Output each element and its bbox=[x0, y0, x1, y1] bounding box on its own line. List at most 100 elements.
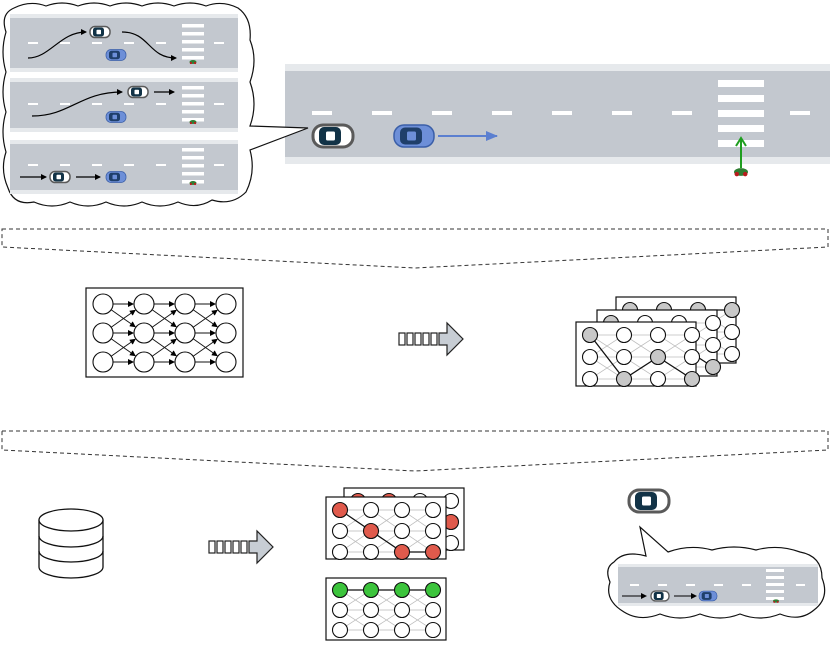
graph-node bbox=[174, 293, 196, 315]
graph-node bbox=[215, 293, 237, 315]
graph-edge bbox=[407, 513, 428, 528]
graph-node bbox=[133, 351, 155, 373]
scenario-follow bbox=[10, 140, 238, 194]
graph-node bbox=[331, 543, 349, 561]
graph-node bbox=[581, 370, 599, 388]
curved-path-merge bbox=[31, 89, 123, 117]
graph-panel bbox=[325, 577, 447, 641]
graph-edge bbox=[110, 309, 136, 328]
graph-edge bbox=[151, 338, 177, 357]
graph-node bbox=[649, 370, 667, 388]
graph-edge bbox=[151, 309, 177, 328]
graph-edge bbox=[407, 534, 428, 549]
graph-edge bbox=[346, 593, 365, 607]
graph-node bbox=[704, 358, 722, 376]
graph-node bbox=[581, 326, 599, 344]
graph-edge bbox=[151, 338, 177, 357]
dashed-block-arrow-icon bbox=[208, 530, 274, 564]
graph-edge bbox=[346, 613, 365, 627]
graph-node bbox=[92, 351, 114, 373]
graph-node bbox=[92, 322, 114, 344]
graph-panel bbox=[325, 496, 447, 561]
graph-node bbox=[424, 501, 442, 519]
graph-node bbox=[683, 348, 701, 366]
graph-edge bbox=[110, 338, 136, 357]
graph-node bbox=[649, 348, 667, 366]
pedestrian bbox=[734, 136, 748, 177]
graph-node bbox=[393, 543, 411, 561]
graph-node bbox=[615, 326, 633, 344]
graph-node bbox=[615, 348, 633, 366]
graph-node bbox=[615, 370, 633, 388]
graph-node bbox=[424, 601, 442, 619]
graph-edge bbox=[377, 613, 396, 627]
main-road-scene bbox=[285, 64, 830, 177]
graph-edge bbox=[596, 360, 618, 376]
graph-node bbox=[331, 522, 349, 540]
ego-car-small bbox=[127, 85, 149, 99]
graph-edge bbox=[596, 338, 618, 354]
graph-node bbox=[424, 522, 442, 540]
database-icon bbox=[38, 508, 104, 579]
pedestrian-small bbox=[189, 120, 197, 125]
dashed-block-arrow-icon bbox=[398, 322, 464, 356]
graph-node bbox=[362, 621, 380, 639]
other-car-small bbox=[698, 590, 718, 602]
ego-car-small bbox=[650, 590, 670, 602]
graph-node bbox=[393, 501, 411, 519]
graph-node bbox=[331, 581, 349, 599]
graph-node bbox=[683, 370, 701, 388]
graph-edge bbox=[192, 309, 218, 328]
graph-node bbox=[393, 581, 411, 599]
graph-node bbox=[424, 621, 442, 639]
graph-node bbox=[133, 322, 155, 344]
curved-path-overtake-a bbox=[27, 29, 87, 59]
road-edge-top bbox=[285, 64, 830, 71]
pedestrian-small bbox=[773, 599, 779, 603]
graph-edge bbox=[110, 338, 136, 357]
graph-edge bbox=[110, 309, 136, 328]
graph-edge bbox=[151, 309, 177, 328]
graph-edge bbox=[192, 338, 218, 357]
graph-edge bbox=[630, 338, 652, 354]
graph-edge bbox=[408, 593, 427, 607]
graph-panel bbox=[85, 287, 244, 378]
graph-node bbox=[704, 336, 722, 354]
graph-node bbox=[331, 601, 349, 619]
graph-node bbox=[393, 522, 411, 540]
graph-node bbox=[424, 581, 442, 599]
graph-node bbox=[393, 601, 411, 619]
graph-node bbox=[362, 501, 380, 519]
dashed-separator-2 bbox=[1, 430, 829, 472]
graph-node bbox=[723, 345, 741, 363]
graph-node bbox=[704, 314, 722, 332]
path-edge bbox=[589, 334, 625, 380]
graph-edge bbox=[408, 613, 427, 627]
pedestrian-small bbox=[189, 181, 197, 186]
sampled-paths-stack bbox=[575, 296, 741, 388]
graph-node bbox=[215, 322, 237, 344]
graph-node bbox=[215, 351, 237, 373]
graph-edge bbox=[664, 338, 686, 354]
graph-node bbox=[133, 293, 155, 315]
graph-node bbox=[723, 323, 741, 341]
graph-node bbox=[362, 522, 380, 540]
graph-node bbox=[174, 322, 196, 344]
full-graph bbox=[85, 287, 244, 378]
ego-car bbox=[311, 123, 355, 149]
graph-node bbox=[581, 348, 599, 366]
lane-markings bbox=[312, 111, 810, 115]
road-edge-bottom bbox=[285, 157, 830, 164]
other-car bbox=[393, 124, 435, 148]
graph-node bbox=[683, 326, 701, 344]
graph-panel bbox=[575, 321, 701, 388]
learned-paths bbox=[325, 487, 465, 641]
graph-node bbox=[362, 601, 380, 619]
graph-edge bbox=[345, 534, 366, 549]
graph-node bbox=[92, 293, 114, 315]
graph-node bbox=[331, 621, 349, 639]
graph-node bbox=[649, 326, 667, 344]
curved-path-overtake-b bbox=[121, 31, 177, 61]
